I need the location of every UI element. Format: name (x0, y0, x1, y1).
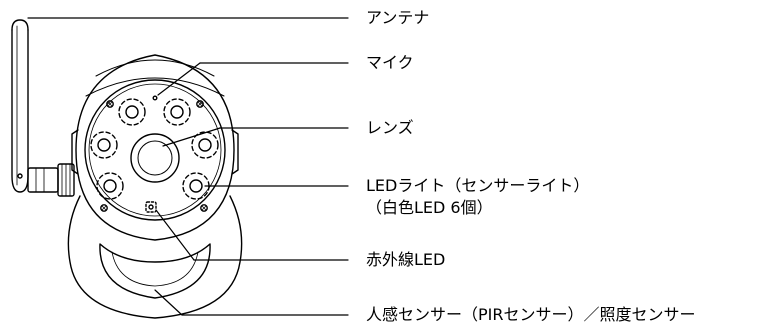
led-light-detail-label: （白色LED 6個） (366, 198, 493, 217)
antenna-drawing (11, 19, 75, 197)
infrared-led-label: 赤外線LED (366, 250, 446, 269)
ir-led (145, 201, 157, 213)
sensor-label: 人感センサー（PIRセンサー）／照度センサー (366, 305, 696, 324)
lens-outer (130, 133, 180, 183)
lens-label: レンズ (366, 118, 414, 137)
led-light-label: LEDライト（センサーライト） (366, 176, 590, 195)
microphone-label: マイク (366, 53, 414, 72)
leader-lines (27, 17, 349, 316)
antenna-label: アンテナ (366, 8, 430, 27)
led-pods (90, 98, 219, 200)
mic-hole (152, 95, 158, 101)
camera-body (67, 54, 243, 319)
